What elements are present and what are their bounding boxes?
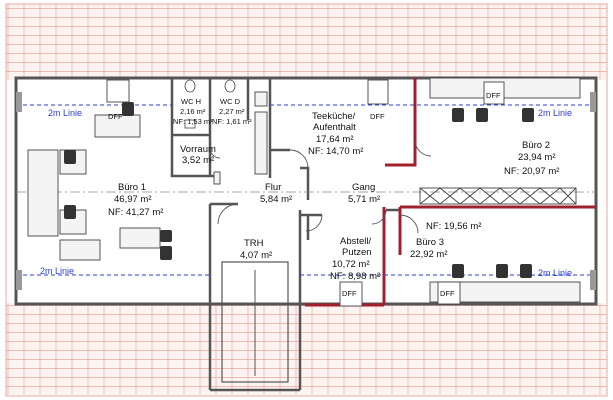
skylight-label-4: DFF [342, 289, 357, 298]
teekueche-nf: NF: 14,70 m² [308, 146, 363, 157]
buero2-nf: NF: 20,97 m² [504, 166, 559, 177]
abstell-area: 10,72 m² [332, 259, 370, 270]
skylights [106, 79, 505, 307]
wc-d-area: 2,27 m² [219, 107, 245, 116]
flur-label: Flur [265, 182, 281, 193]
abstell-nf: NF: 8,98 m² [330, 271, 380, 282]
skylight-label-5: DFF [440, 289, 455, 298]
buero3-label: Büro 3 [416, 237, 444, 248]
wc-h-nf: NF: 1,53 m² [173, 117, 213, 126]
buero2-area: 23,94 m² [518, 152, 556, 163]
interior-walls [170, 78, 400, 392]
roof-top [6, 4, 607, 80]
vorraum-area: 3,52 m² [182, 155, 214, 166]
buero3-nf: NF: 19,56 m² [426, 221, 481, 232]
trh-area: 4,07 m² [240, 250, 272, 261]
trh-label: TRH [244, 238, 264, 249]
two-meter-lines [16, 104, 596, 276]
wc-h-area: 2,16 m² [180, 107, 206, 116]
furniture [27, 77, 581, 303]
buero3-area: 22,92 m² [410, 249, 448, 260]
skylight-label-3: DFF [486, 91, 501, 100]
line-label-bottom-left: 2m Linie [40, 266, 74, 276]
buero1-nf: NF: 41,27 m² [108, 207, 163, 218]
abstell-label-2: Putzen [342, 247, 372, 258]
skylight-label-1: DFF [108, 112, 123, 121]
wc-d-nf: NF: 1,61 m² [212, 117, 252, 126]
skylight-label-2: DFF [370, 112, 385, 121]
line-label-top-right: 2m Linie [538, 108, 572, 118]
door-swings [209, 139, 432, 234]
vorraum-label: Vorraum [180, 144, 216, 155]
flur-area: 5,84 m² [260, 194, 292, 205]
buero1-area: 46,97 m² [114, 194, 152, 205]
buero2-label: Büro 2 [522, 140, 550, 151]
roof-edge [5, 3, 608, 397]
teekueche-label-2: Aufenthalt [313, 122, 356, 133]
roof-bottom [6, 303, 607, 395]
teekueche-area: 17,64 m² [316, 134, 354, 145]
toilets [184, 79, 236, 129]
abstell-label-1: Abstell/ [340, 236, 372, 247]
chairs [64, 102, 534, 278]
gable-walls [16, 92, 596, 290]
teekueche-label-1: Teeküche/ [312, 111, 356, 122]
wc-h-label: WC H [181, 97, 201, 106]
wc-d-label: WC D [220, 97, 241, 106]
floor-area [16, 78, 596, 304]
buero1-label: Büro 1 [118, 182, 146, 193]
line-label-top-left: 2m Linie [48, 108, 82, 118]
line-label-bottom-right: 2m Linie [538, 268, 572, 278]
gang-area: 5,71 m² [348, 194, 380, 205]
gang-label: Gang [352, 182, 375, 193]
